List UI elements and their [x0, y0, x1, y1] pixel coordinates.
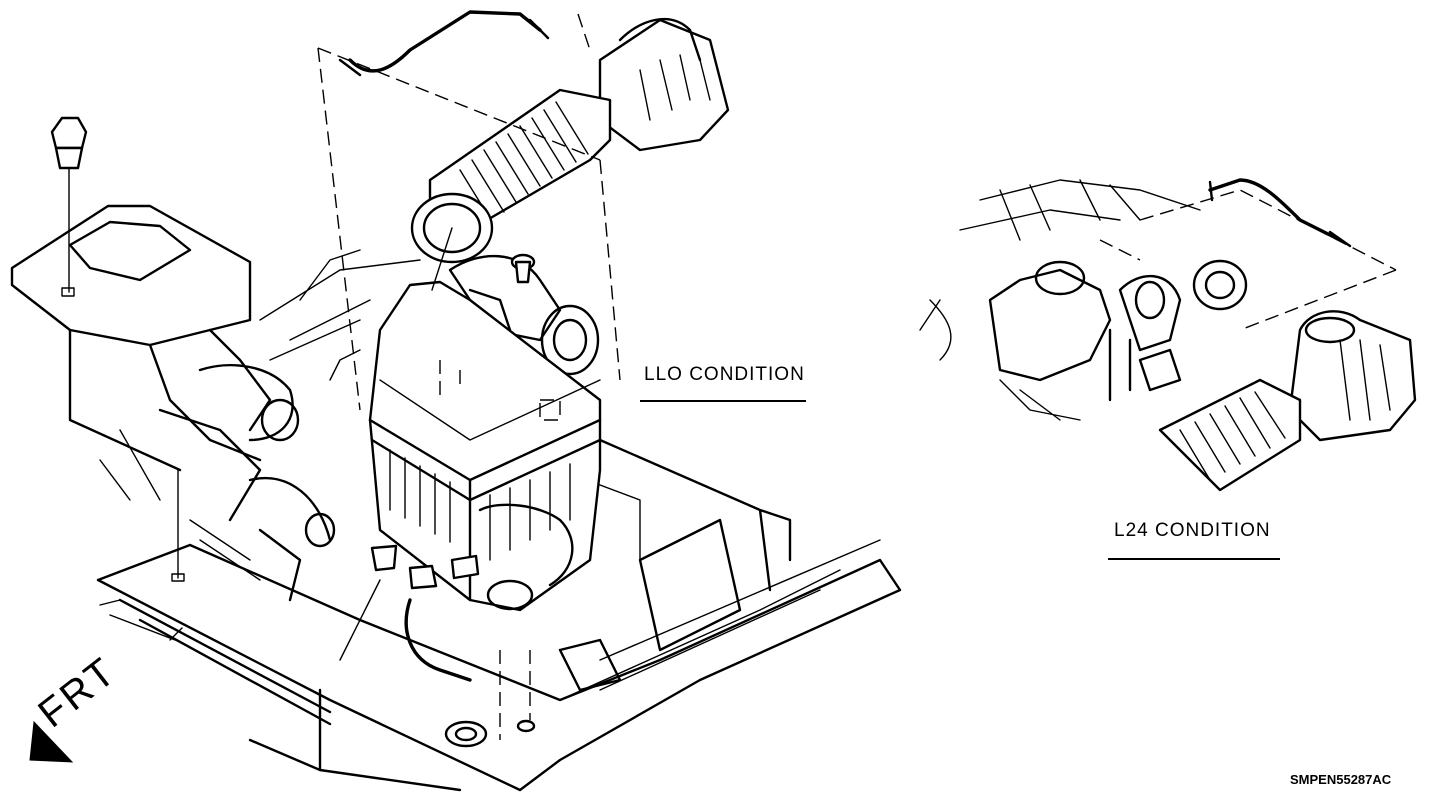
engine-components-left [99, 364, 336, 602]
air-cleaner-housing [368, 280, 602, 612]
retaining-bolt [50, 116, 88, 297]
l24-inset-engine [919, 179, 1248, 421]
alignment-lines [317, 13, 621, 740]
llo-condition-underline [640, 400, 806, 402]
l24-condition-label: L24 CONDITION [1114, 520, 1271, 541]
air-cleaner-ribs [389, 449, 571, 561]
vent-hose [338, 10, 550, 77]
figure-reference-code: SMPEN55287AC [1290, 772, 1392, 787]
front-arrow-icon [29, 720, 74, 763]
throttle-bolt [510, 253, 536, 284]
front-radiator-support [96, 539, 902, 792]
l24-inset-vent-hose [1208, 178, 1352, 248]
air-inlet-resonator [10, 204, 272, 472]
llo-condition-label: LLO CONDITION [644, 364, 805, 385]
l24-condition-underline [1108, 558, 1280, 560]
l24-inset-intake-duct [1158, 310, 1417, 492]
l24-duct-corrugations [1179, 391, 1286, 481]
harness-connectors [339, 544, 480, 682]
intake-duct-corrugations [459, 101, 589, 223]
engine-top-outline [259, 249, 421, 381]
intake-duct [410, 17, 730, 291]
l24-alignment-lines [1099, 189, 1397, 331]
lower-grommet [444, 638, 622, 748]
